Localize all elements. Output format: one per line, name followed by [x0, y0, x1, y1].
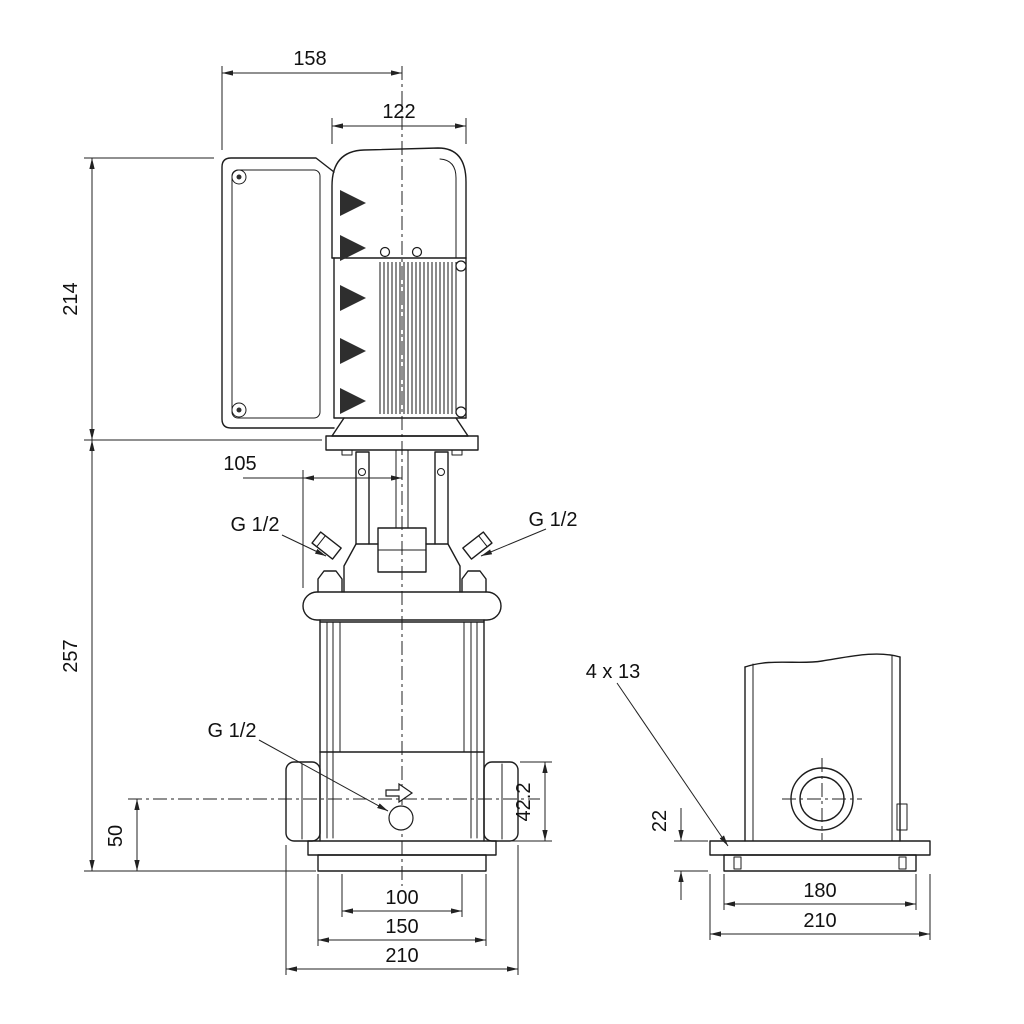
flow-arrow-icon — [385, 782, 414, 804]
suction-port — [285, 761, 321, 842]
screw-icon — [455, 260, 467, 272]
drain-plug — [385, 782, 414, 831]
leader-g12-right — [480, 528, 547, 557]
port-plug-left — [311, 531, 342, 560]
dimensions: 158 122 214 105 257 G 1/2 G 1/2 G 1/2 50… — [60, 48, 931, 975]
side-view — [709, 653, 931, 872]
leader-bolt-holes — [616, 682, 729, 847]
motor-cooling-fins — [379, 262, 457, 414]
head-flange — [302, 591, 502, 621]
dim-214-label: 214 — [60, 282, 82, 315]
g12-right-label: G 1/2 — [529, 509, 578, 531]
dim-122-label: 122 — [382, 101, 415, 123]
motor — [331, 147, 467, 419]
coupling-guards — [355, 449, 449, 573]
pump-head — [302, 531, 502, 621]
dim-100-label: 100 — [385, 887, 418, 909]
bolt-hole — [898, 856, 907, 870]
side-clamp — [896, 803, 908, 831]
clamp-tabs — [340, 190, 366, 414]
dim-158-label: 158 — [293, 48, 326, 70]
screw-icon — [437, 468, 445, 476]
leader-g12-drain — [258, 739, 389, 812]
front-view — [128, 66, 540, 886]
screw-icon — [455, 406, 467, 418]
screw-icon — [231, 169, 247, 185]
fan-cover — [331, 147, 467, 259]
staybolt-nuts — [317, 570, 487, 593]
sleeve-break-line — [744, 653, 901, 668]
dim-210-side-label: 210 — [803, 910, 836, 932]
motor-control-box — [221, 157, 335, 429]
dim-105-label: 105 — [223, 453, 256, 475]
dim-257-label: 257 — [60, 639, 82, 672]
bolt-icon — [411, 246, 423, 258]
g12-left-label: G 1/2 — [231, 514, 280, 536]
bolt-holes-label: 4 x 13 — [586, 661, 640, 683]
bolt-hole — [733, 856, 742, 870]
dim-210-front-label: 210 — [385, 945, 418, 967]
dim-42-2-label: 42.2 — [513, 783, 535, 822]
dim-50-label: 50 — [105, 825, 127, 847]
motor-flange — [325, 417, 479, 456]
pump-base — [307, 840, 497, 872]
screw-icon — [358, 468, 366, 476]
g12-drain-label: G 1/2 — [208, 720, 257, 742]
screw-icon — [231, 402, 247, 418]
port-plug-right — [462, 531, 493, 560]
bolt-icon — [379, 246, 391, 258]
leader-g12-left — [281, 534, 327, 557]
dim-150-label: 150 — [385, 916, 418, 938]
dim-180-label: 180 — [803, 880, 836, 902]
base-plate — [709, 840, 931, 872]
dim-22-label: 22 — [649, 810, 671, 832]
